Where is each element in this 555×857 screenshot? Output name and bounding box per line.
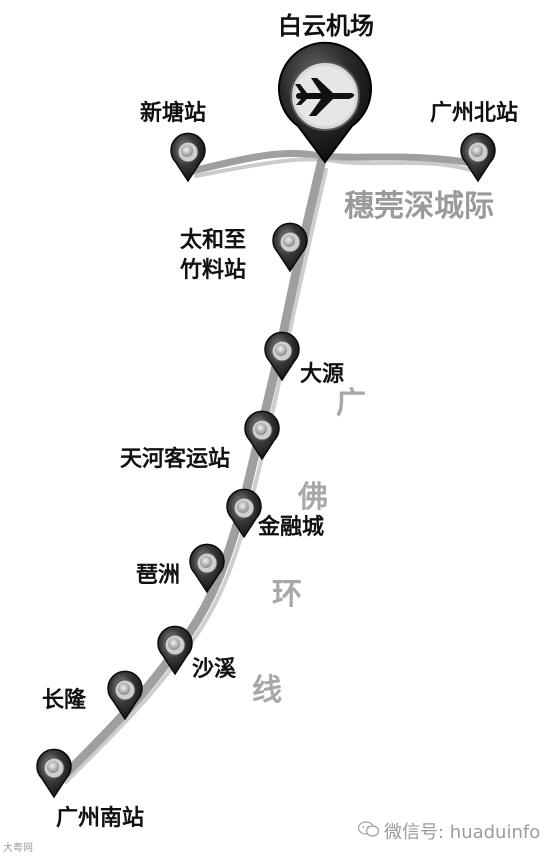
source-watermark: 大粤网 (3, 843, 33, 854)
pin-pazhou[interactable] (189, 543, 225, 594)
airport-label: 白云机场 (278, 12, 374, 40)
line-label-guangfo-char-1: 广 (336, 386, 366, 421)
wechat-icon (358, 821, 380, 837)
pin-jinrong-city[interactable] (226, 488, 262, 539)
airport-marker[interactable] (278, 41, 372, 164)
station-label-shaxi: 沙溪 (192, 657, 237, 682)
station-label-xintang: 新塘站 (140, 101, 207, 126)
line-label-guangfo-char-2: 佛 (298, 480, 328, 515)
station-label-jinrong-city: 金融城 (258, 515, 325, 540)
line-label-suiguanshen: 穗莞深城际 (344, 189, 494, 224)
station-label-dayuan: 大源 (300, 362, 345, 387)
pin-xintang[interactable] (170, 132, 206, 183)
station-label-tianhe-coach: 天河客运站 (120, 447, 231, 472)
pin-tianhe-coach[interactable] (244, 410, 280, 461)
pin-changlong[interactable] (107, 670, 143, 721)
pin-dayuan[interactable] (264, 331, 300, 382)
pin-guangzhou-south[interactable] (36, 748, 72, 799)
station-label-changlong: 长隆 (42, 688, 87, 713)
airplane-icon (295, 78, 355, 116)
pin-shaxi[interactable] (157, 625, 193, 676)
station-label-guangzhou-north: 广州北站 (430, 101, 519, 126)
station-label-guangzhou-south: 广州南站 (56, 806, 145, 831)
station-label-taihe-line2: 竹料站 (180, 258, 247, 283)
wechat-watermark: 微信号: huaduinfo (384, 822, 541, 843)
pin-guangzhou-north[interactable] (460, 132, 496, 183)
station-label-pazhou: 琶洲 (136, 563, 181, 588)
line-label-guangfo-char-3: 环 (272, 577, 302, 612)
line-label-guangfo-char-4: 线 (252, 673, 282, 708)
pin-taihe[interactable] (272, 222, 308, 273)
station-label-taihe-line1: 太和至 (180, 228, 247, 253)
